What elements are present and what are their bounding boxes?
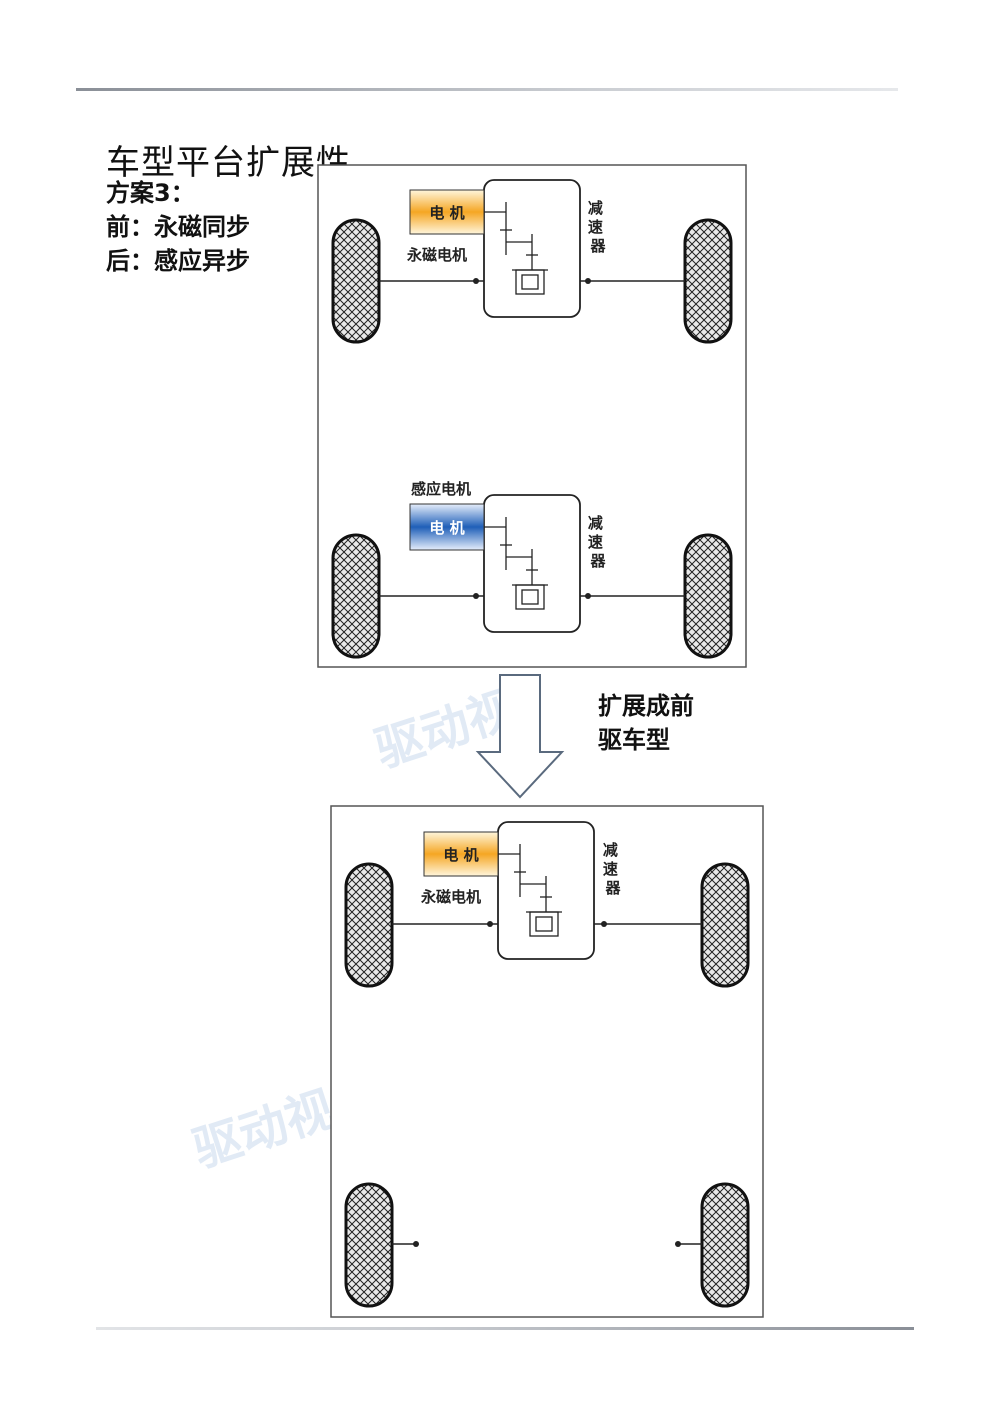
front-pm-motor-caption: 永磁电机 — [406, 246, 467, 264]
scheme-front: 前：永磁同步 — [106, 213, 250, 241]
expand-caption: 扩展成前 驱车型 — [598, 692, 702, 754]
wheel-rear-right — [683, 533, 733, 659]
scheme-rear: 后：感应异步 — [106, 247, 250, 275]
bottom-divider — [96, 1327, 914, 1330]
rear-reducer-label: 减 速 器 — [588, 514, 608, 570]
fwd-joint-left — [487, 921, 493, 927]
rear-joint-right — [585, 593, 591, 599]
scheme-heading: 方案3： — [106, 179, 195, 207]
fwd-front-axle-group: 电 机 永磁电机 减 速 器 — [344, 821, 750, 988]
front-joint-right — [585, 278, 591, 284]
fwd-wheel-front-right — [700, 862, 750, 988]
top-divider — [76, 88, 898, 91]
front-joint-left — [473, 278, 479, 284]
front-gear-train — [484, 202, 548, 295]
fwd-rear-axle-group — [344, 1182, 750, 1308]
rear-joint-left — [473, 593, 479, 599]
page-title: 车型平台扩展性 — [106, 142, 351, 183]
fwd-rear-hub-left — [413, 1241, 419, 1247]
fwd-reducer-label: 减 速 器 — [603, 841, 623, 897]
wheel-rear-left — [331, 533, 381, 659]
front-axle-group: 电 机 永磁电机 减 速 器 — [331, 179, 733, 344]
rear-induction-motor-caption: 感应电机 — [411, 480, 471, 498]
fwd-gear-train — [498, 844, 562, 937]
fwd-pm-motor — [423, 831, 499, 877]
scheme-description: 方案3： 前：永磁同步 后：感应异步 — [106, 176, 250, 278]
rear-motor-label: 电 机 — [429, 519, 464, 537]
front-motor-label: 电 机 — [429, 204, 464, 222]
fwd-joint-right — [601, 921, 607, 927]
rear-axle-group: 电 机 感应电机 减 速 器 — [331, 480, 733, 659]
wheel-front-right — [683, 218, 733, 344]
fwd-wheel-rear-left — [344, 1182, 394, 1308]
front-reducer-label: 减 速 器 — [588, 199, 608, 255]
fwd-pm-motor-caption: 永磁电机 — [420, 888, 481, 906]
fwd-wheel-front-left — [344, 862, 394, 988]
expand-arrow-icon — [475, 674, 565, 799]
fwd-wheel-rear-right — [700, 1182, 750, 1308]
wheel-front-left — [331, 218, 381, 344]
rear-induction-motor — [409, 503, 485, 551]
rear-gear-train — [484, 517, 548, 610]
fwd-motor-label: 电 机 — [443, 846, 478, 864]
fwd-rear-hub-right — [675, 1241, 681, 1247]
